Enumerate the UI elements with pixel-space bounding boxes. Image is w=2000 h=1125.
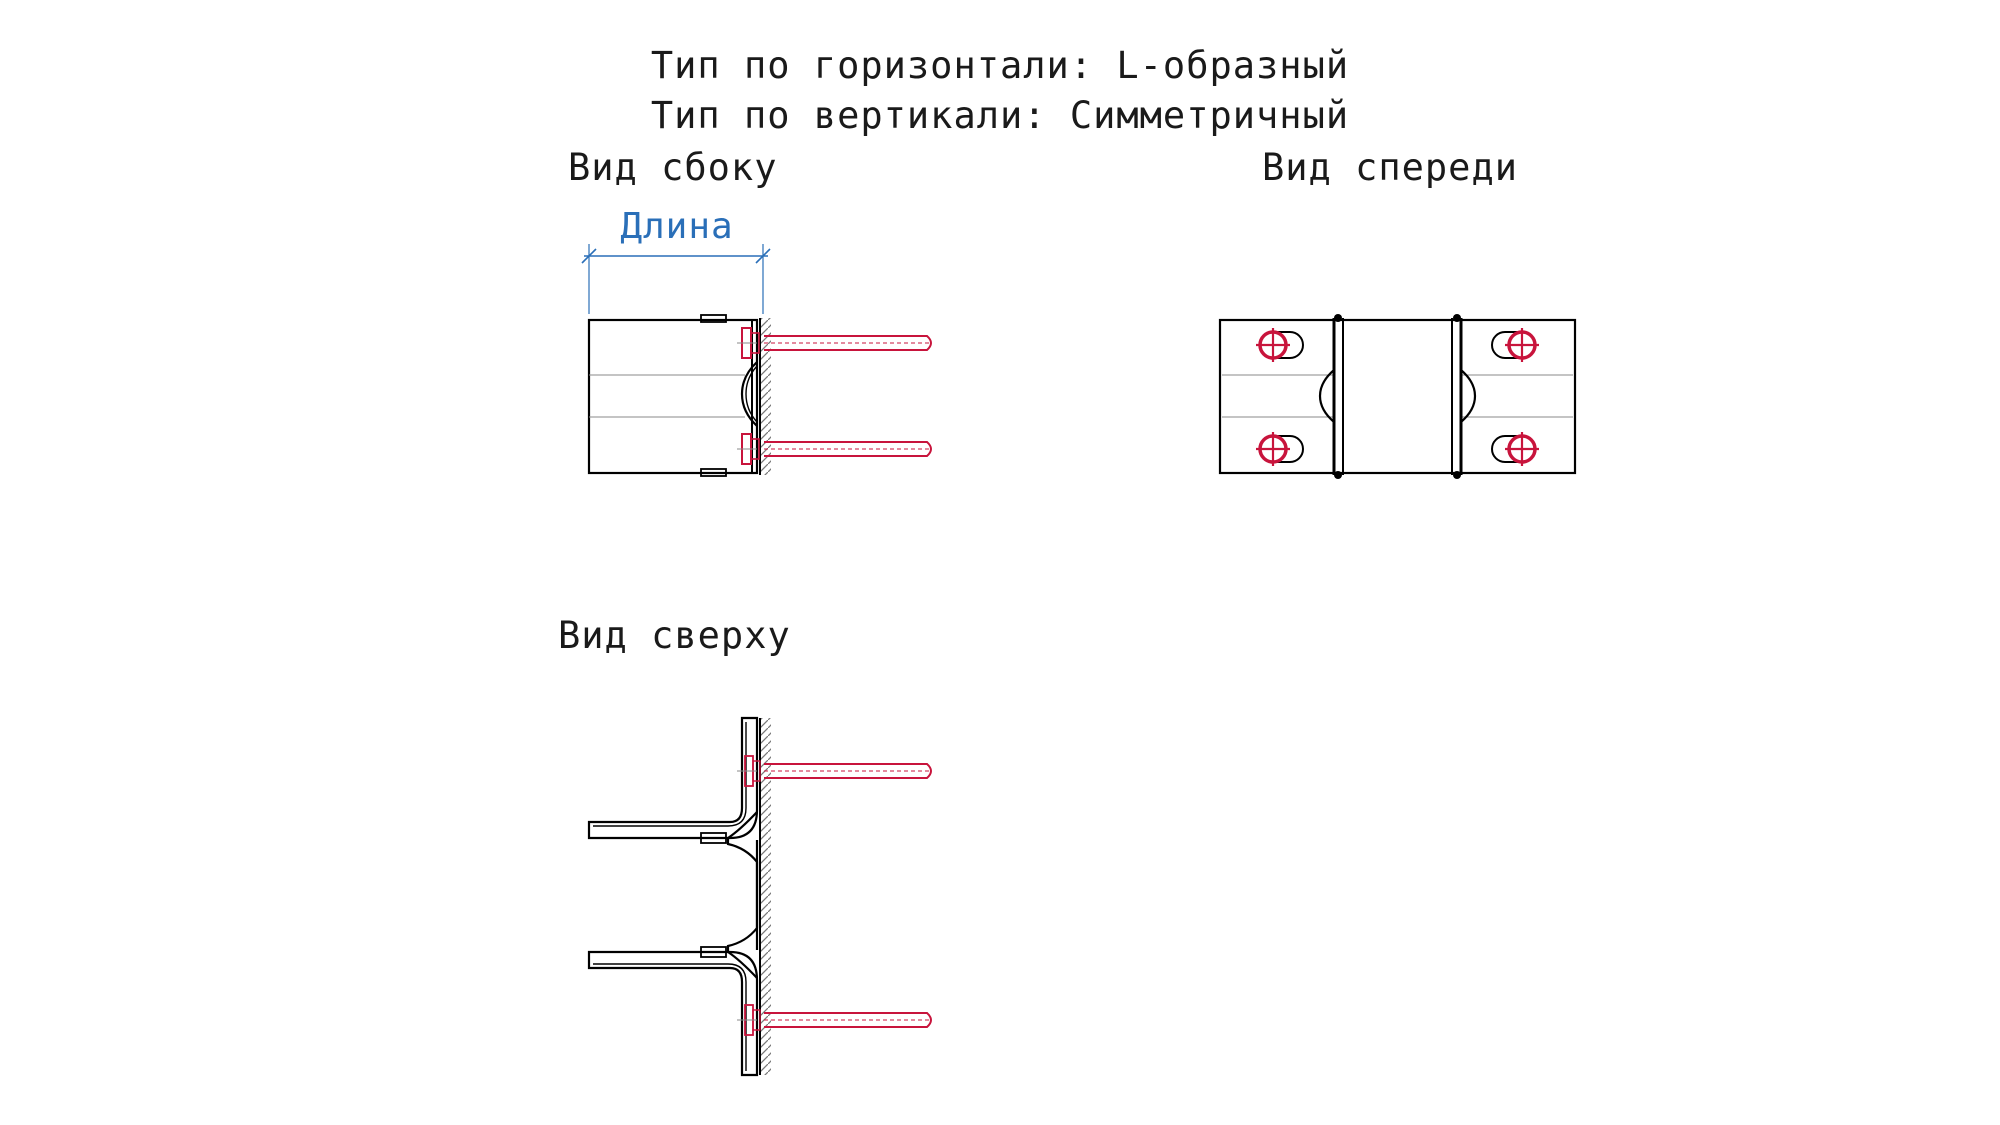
side-wall-hatch: [760, 318, 771, 475]
side-view-bracket: [587, 314, 771, 477]
top-view-label: Вид сверху: [558, 614, 791, 657]
top-view-anchor-top: [737, 755, 932, 787]
length-dimension: Длина: [581, 206, 771, 314]
front-anchor-bottom-left: [1256, 432, 1304, 466]
front-anchor-top-left: [1256, 328, 1304, 362]
front-anchor-bottom-right: [1491, 432, 1539, 466]
title-vertical-type: Тип по вертикали: Симметричный: [651, 94, 1349, 137]
top-wall-hatch: [760, 718, 771, 1075]
side-view-anchor-top: [737, 327, 932, 359]
top-view-anchor-bottom: [737, 1004, 932, 1036]
side-view-anchor-bottom: [737, 433, 932, 465]
top-view-bracket: [587, 716, 771, 1077]
side-view-label: Вид сбоку: [568, 146, 777, 189]
front-anchor-top-right: [1491, 328, 1539, 362]
front-view-bracket: [1218, 314, 1577, 479]
title-horizontal-type: Тип по горизонтали: L-образный: [651, 44, 1349, 87]
front-view-label: Вид спереди: [1262, 146, 1518, 189]
length-dimension-label: Длина: [620, 206, 733, 247]
